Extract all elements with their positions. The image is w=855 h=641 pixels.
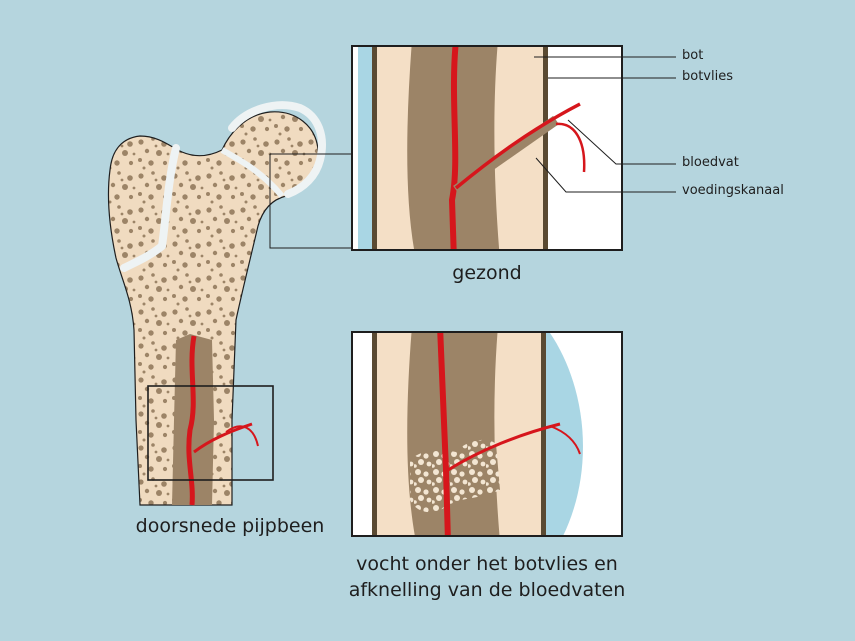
caption-condition-line2: afknelling van de bloedvaten: [348, 579, 626, 601]
vessel-main: [448, 46, 459, 250]
head-cartilage: [228, 101, 326, 198]
vessel-branch-compressed: [447, 422, 561, 472]
growth-plate-head: [220, 147, 285, 198]
label-bloedvat: bloedvat: [682, 155, 739, 170]
shaft-vessel: [186, 335, 197, 506]
condition-frame: [351, 331, 623, 537]
caption-condition-line1: vocht onder het botvlies en: [356, 553, 618, 575]
vessel-main-compressed: [437, 332, 451, 536]
caption-femur: doorsnede pijpbeen: [135, 515, 325, 537]
femur-illustration: [107, 101, 400, 506]
condition-panel: [351, 331, 623, 537]
healthy-panel: [351, 45, 676, 251]
damaged-bone: [410, 439, 500, 513]
zoom-box-shaft: [147, 385, 274, 481]
label-bot: bot: [682, 48, 704, 63]
femur-outline: [107, 111, 319, 506]
branch-vessel-b: [225, 425, 259, 447]
label-voedingskanaal: voedingskanaal: [682, 183, 784, 198]
growth-plate-trochanter: [120, 144, 180, 272]
healthy-frame: [351, 45, 623, 251]
vessel-branch: [454, 102, 581, 190]
nutrient-canal: [453, 115, 559, 195]
label-botvlies: botvlies: [682, 69, 733, 84]
caption-healthy: gezond: [452, 262, 522, 284]
